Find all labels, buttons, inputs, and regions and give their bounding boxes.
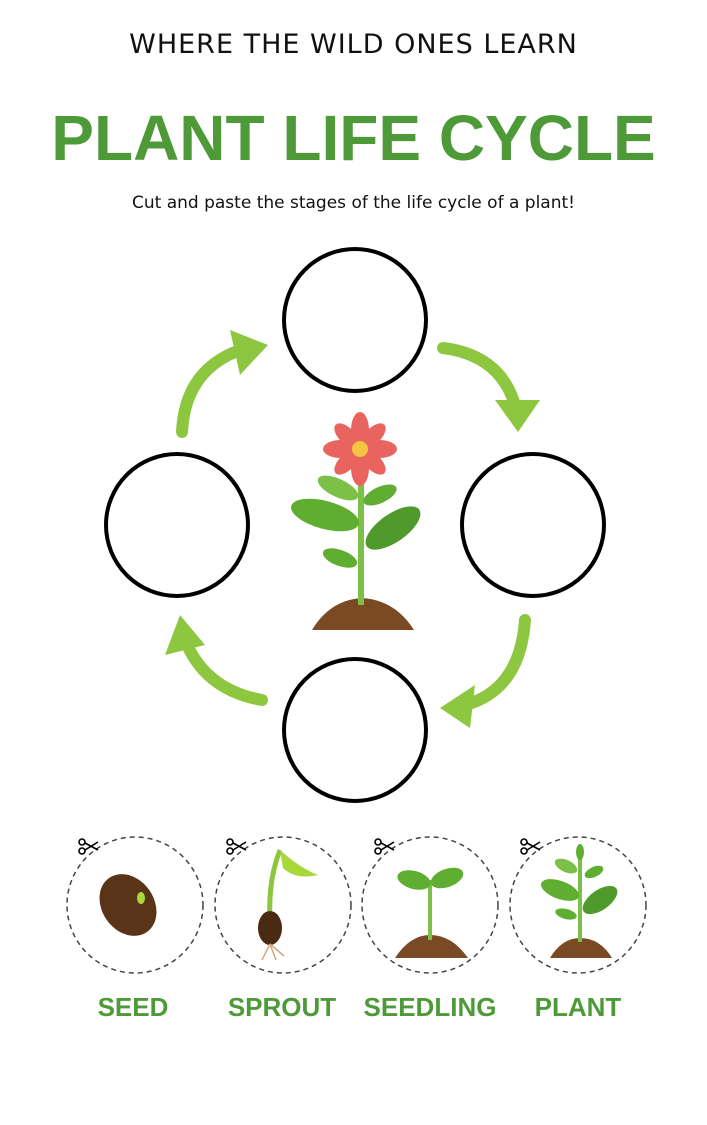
stage-label-seed: SEED	[97, 992, 169, 1022]
arrow-head-icon	[495, 400, 540, 432]
arrow-icon	[179, 634, 268, 706]
flower-illustration	[290, 412, 421, 630]
paste-circle-left[interactable]	[104, 452, 250, 598]
arrow-icon	[459, 614, 531, 711]
paste-circle-bottom[interactable]	[282, 657, 428, 803]
page-title: PLANT LIFE CYCLE	[51, 102, 656, 174]
cutout-circle-seedling	[361, 836, 499, 974]
arrow-head-icon	[165, 615, 205, 655]
stage-label-sprout: SPROUT	[227, 992, 337, 1022]
seed-icon	[99, 874, 157, 936]
scissors-icon	[520, 838, 541, 855]
scissors-icon	[78, 838, 99, 855]
stage-label-seedling: SEEDLING	[363, 992, 497, 1022]
scissors-icon	[226, 838, 247, 855]
tagline: WHERE THE WILD ONES LEARN	[129, 29, 578, 60]
arrow-head-icon	[440, 685, 475, 728]
seedling-icon	[395, 867, 468, 958]
plant-icon	[540, 844, 618, 958]
paste-circle-right[interactable]	[460, 452, 606, 598]
scissors-icon	[374, 838, 395, 855]
sprout-icon	[258, 849, 318, 961]
instructions: Cut and paste the stages of the life cyc…	[132, 193, 575, 213]
arrow-icon	[437, 342, 521, 411]
cutout-circle-plant	[509, 836, 647, 974]
arrow-icon	[176, 344, 246, 438]
paste-circle-top[interactable]	[282, 247, 428, 393]
arrow-head-icon	[230, 330, 268, 375]
cutout-circle-sprout	[214, 836, 352, 974]
stage-label-plant: PLANT	[534, 992, 622, 1022]
cutout-circle-seed	[66, 836, 204, 974]
